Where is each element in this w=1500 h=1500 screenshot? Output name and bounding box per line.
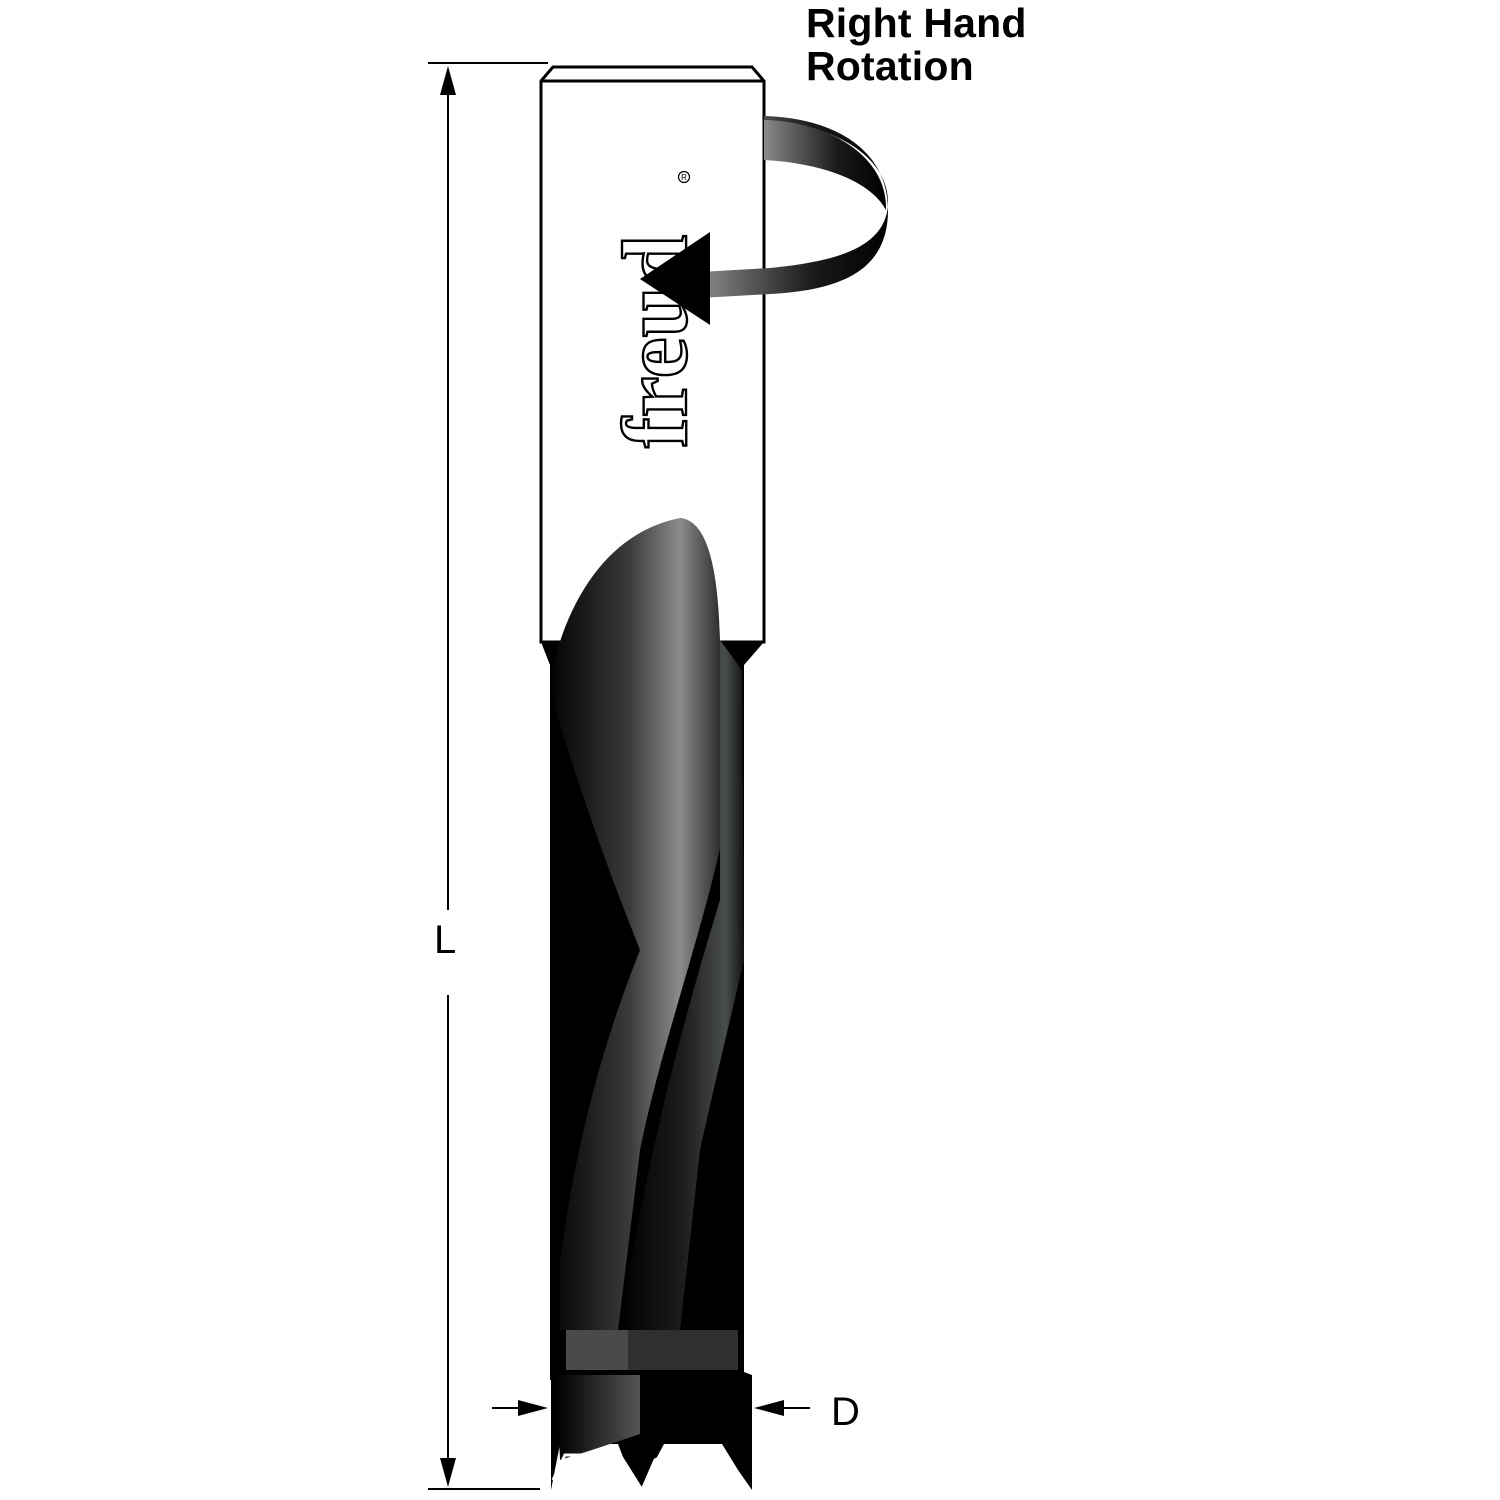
registered-mark-icon: R	[677, 170, 691, 184]
arrow-left-icon	[754, 1400, 784, 1416]
length-dimension	[428, 62, 548, 1490]
rotation-title: Right Hand Rotation	[806, 2, 1027, 88]
drill-tip	[551, 1372, 752, 1494]
rotation-title-line1: Right Hand	[806, 0, 1027, 46]
rotation-arrow-icon	[640, 116, 889, 325]
drill-body	[541, 518, 764, 1380]
rotation-title-line2: Rotation	[806, 43, 974, 89]
arrow-down-icon	[440, 1458, 456, 1487]
diameter-label: D	[831, 1390, 860, 1434]
arrow-right-icon	[518, 1400, 548, 1416]
diameter-dimension	[492, 1400, 810, 1416]
length-label: L	[434, 918, 457, 962]
arrow-up-icon	[440, 66, 456, 95]
svg-text:R: R	[681, 173, 687, 182]
